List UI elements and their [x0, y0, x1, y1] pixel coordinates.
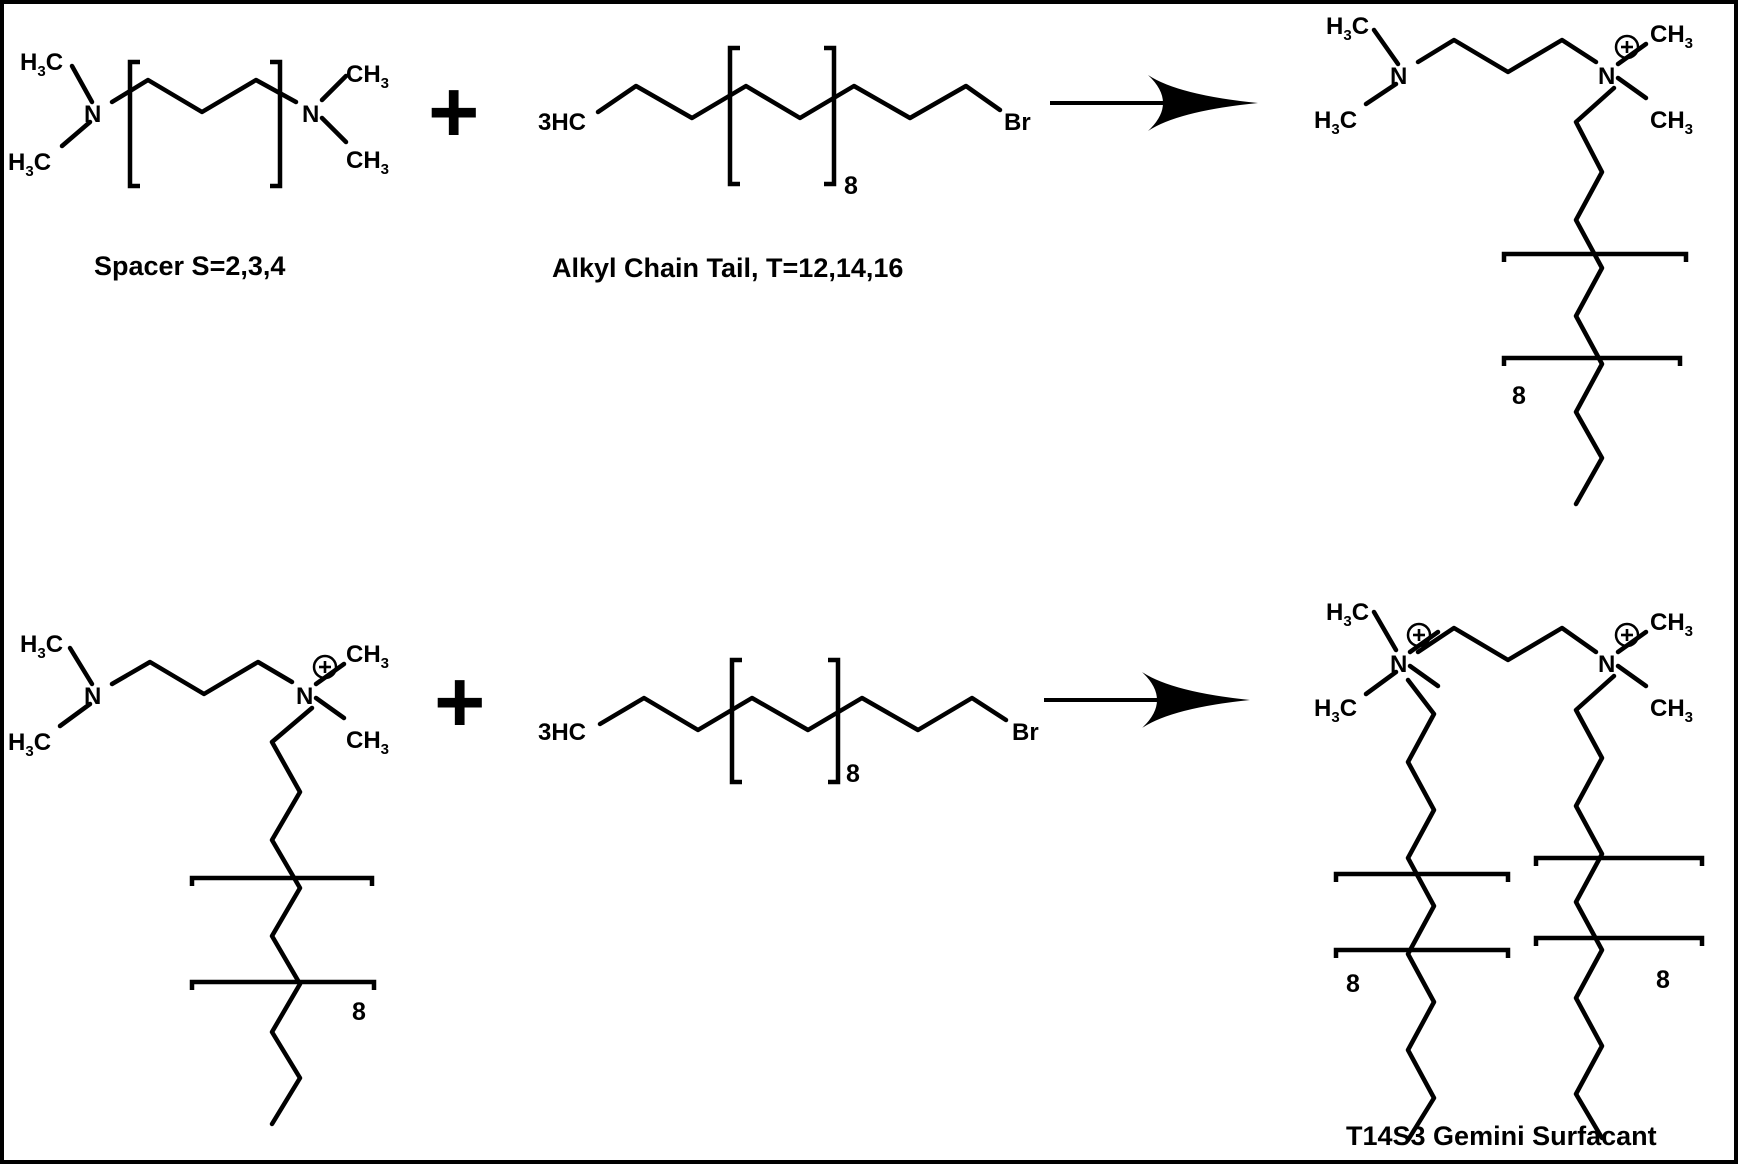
svg-text:CH3: CH3 [1650, 107, 1693, 138]
spacer-diamine [8, 49, 389, 189]
svg-text:Br: Br [1004, 109, 1031, 136]
reaction-arrow-top [1050, 75, 1258, 131]
plus-sign-bottom: + [434, 652, 485, 751]
reaction-arrow-bottom [1044, 672, 1250, 728]
svg-text:8: 8 [1656, 966, 1670, 994]
alkyl-bromide-top: 3HC 8 Br [538, 45, 1031, 200]
monoquaternary-reactant-bottom: H3C H3C N CH3 CH3 8 [8, 631, 389, 1127]
svg-text:CH3: CH3 [1650, 609, 1693, 640]
tail-label: Alkyl Chain Tail, T=12,14,16 [552, 253, 903, 283]
svg-text:H3C: H3C [20, 631, 63, 662]
svg-text:CH3: CH3 [1650, 695, 1693, 726]
svg-text:8: 8 [1346, 970, 1360, 998]
svg-text:8: 8 [846, 760, 860, 788]
svg-text:CH3: CH3 [1650, 21, 1693, 52]
svg-text:8: 8 [352, 998, 366, 1026]
svg-text:H3C: H3C [1314, 695, 1357, 726]
svg-text:CH3: CH3 [346, 641, 389, 672]
svg-text:3HC: 3HC [538, 719, 586, 746]
svg-text:H3C: H3C [1326, 13, 1369, 44]
spacer-label: Spacer S=2,3,4 [94, 251, 285, 281]
alkyl-bromide-bottom: 3HC 8 Br [538, 657, 1039, 788]
svg-text:Br: Br [1012, 719, 1039, 746]
svg-text:3HC: 3HC [538, 109, 586, 136]
plus-sign-top: + [428, 62, 479, 161]
svg-text:H3C: H3C [8, 729, 51, 760]
svg-text:CH3: CH3 [346, 727, 389, 758]
svg-text:8: 8 [1512, 382, 1526, 410]
svg-text:H3C: H3C [1326, 599, 1369, 630]
monoquaternary-intermediate-top: H3C H3C N CH3 CH3 8 [1314, 13, 1693, 507]
svg-text:H3C: H3C [1314, 107, 1357, 138]
svg-text:8: 8 [844, 172, 858, 200]
product-label: T14S3 Gemini Surfacant [1346, 1121, 1657, 1151]
gemini-surfactant-product: H3C H3C CH3 CH3 8 8 [1314, 599, 1705, 1143]
